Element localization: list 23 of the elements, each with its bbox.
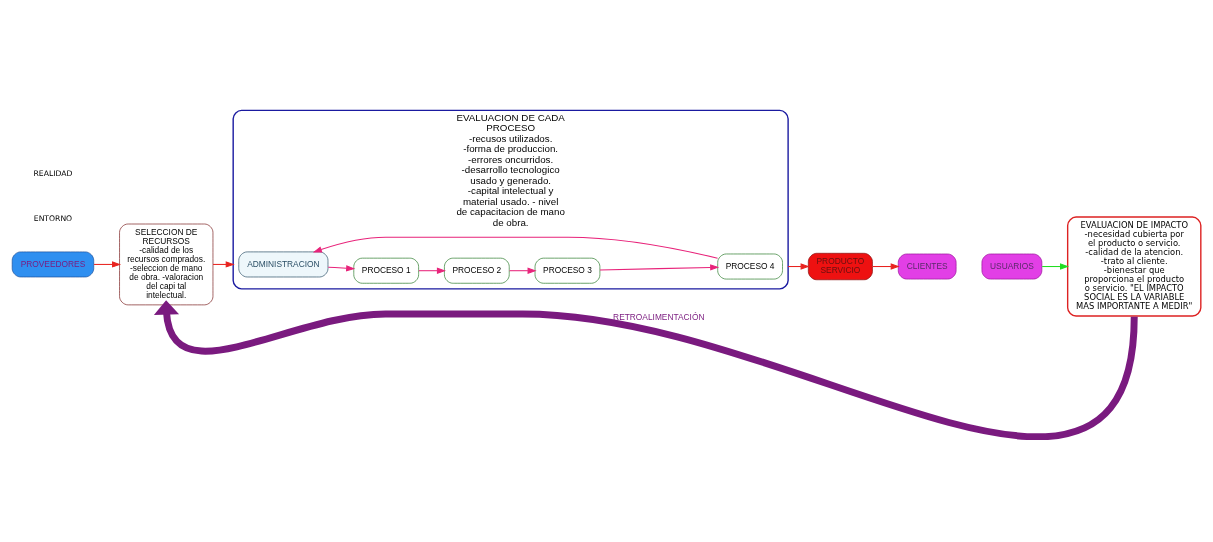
arrow [418, 267, 446, 274]
arrow [599, 264, 720, 271]
node-box: EVALUACION DE IMPACTO -necesidad cubierta por el producto o servicio. -calidad de la atencion. -trato al cliente. -bienestar que proporciona el producto o servicio. "EL IMPACTO SOCIAL ES LA VARIABLE MAS IMPORTANTE A MEDIR" [1066, 216, 1202, 317]
node-box: PROCESO 1 [353, 257, 419, 284]
arrow [508, 267, 537, 274]
node-box: PROCESO 3 [534, 257, 601, 284]
arrow [872, 263, 900, 270]
node-box: SELECCION DE RECURSOS -calidad de los recursos comprados. -seleccion de mano de obra. -valoracion del capi tal intelectual. [119, 223, 214, 306]
arrow [1041, 263, 1070, 270]
node-box: USUARIOS [981, 253, 1043, 280]
node-box: ADMINISTRACION [238, 251, 329, 278]
node-box: PROVEEDORES [11, 251, 95, 278]
node-box: PROCESO 4 [717, 253, 783, 280]
arrow [153, 300, 1138, 440]
edge-label: RETROALIMENTACIÓN [613, 311, 705, 322]
node-box: PROCESO 2 [444, 257, 510, 284]
node-box: PRODUCTO SERVICIO [808, 252, 873, 281]
arrow [327, 265, 356, 272]
node-box: CLIENTES [897, 253, 957, 280]
arrow [93, 261, 122, 268]
arrow [212, 261, 235, 268]
arrow [312, 236, 719, 259]
arrow [787, 263, 810, 270]
